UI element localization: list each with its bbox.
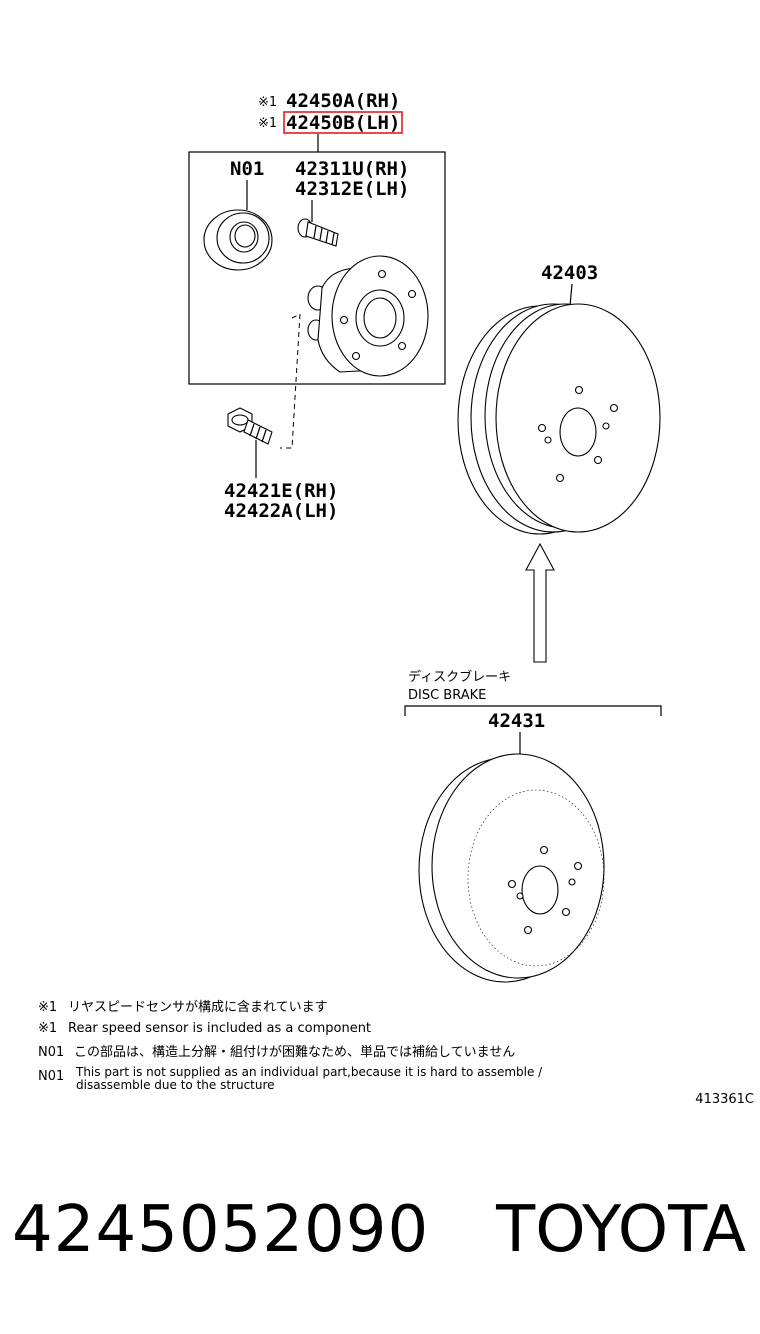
highlight-box	[283, 111, 403, 134]
note-2-text: Rear speed sensor is included as a compo…	[68, 1021, 371, 1036]
hub-bolt-part	[297, 218, 339, 247]
note-4-text-cont: disassemble due to the structure	[76, 1078, 275, 1092]
part-number: 4245052090	[12, 1193, 430, 1267]
note-3-text: この部品は、構造上分解・組付けが困難なため、単品では補給していません	[74, 1044, 515, 1060]
brake-disc-part	[418, 753, 605, 983]
note-3-mark: N01	[38, 1045, 64, 1060]
callout-N01[interactable]: N01	[230, 158, 264, 180]
note-2-mark: ※1	[38, 1021, 57, 1036]
callout-42431[interactable]: 42431	[488, 710, 545, 732]
assembly-frame	[188, 151, 446, 385]
upgrade-arrow	[525, 542, 555, 663]
note-4-text: This part is not supplied as an individu…	[75, 1065, 543, 1079]
note-mark-rh: ※1	[258, 95, 277, 110]
disc-brake-bracket	[404, 705, 662, 716]
note-mark-lh: ※1	[258, 116, 277, 131]
assembly-path	[280, 313, 301, 449]
brand-name: TOYOTA	[496, 1193, 746, 1267]
disc-brake-label-jp: ディスクブレーキ	[408, 669, 511, 685]
callout-42450A[interactable]: 42450A(RH)	[286, 90, 400, 112]
callout-42422A[interactable]: 42422A(LH)	[224, 500, 338, 522]
parts-diagram: ※1 42450A(RH) ※1 42450B(LH) N01 42311U(R…	[38, 90, 754, 1107]
hub-part	[307, 255, 429, 377]
callout-42312E[interactable]: 42312E(LH)	[295, 178, 409, 200]
callout-42311U[interactable]: 42311U(RH)	[295, 158, 409, 180]
note-4-mark: N01	[38, 1069, 64, 1084]
footer: 4245052090 TOYOTA	[0, 1185, 760, 1285]
disc-brake-label-en: DISC BRAKE	[408, 688, 486, 703]
bearing-part	[203, 209, 273, 271]
brake-drum-part	[457, 303, 661, 535]
note-1-text: リヤスピードセンサが構成に含まれています	[68, 999, 328, 1015]
mounting-bolt-part	[227, 407, 273, 445]
note-1-mark: ※1	[38, 1000, 57, 1015]
callout-42450B[interactable]: 42450B(LH)	[286, 112, 400, 134]
callout-42403[interactable]: 42403	[541, 262, 598, 284]
diagram-id: 413361C	[695, 1092, 754, 1107]
leader-drum	[569, 283, 573, 307]
callout-42421E[interactable]: 42421E(RH)	[224, 480, 338, 502]
